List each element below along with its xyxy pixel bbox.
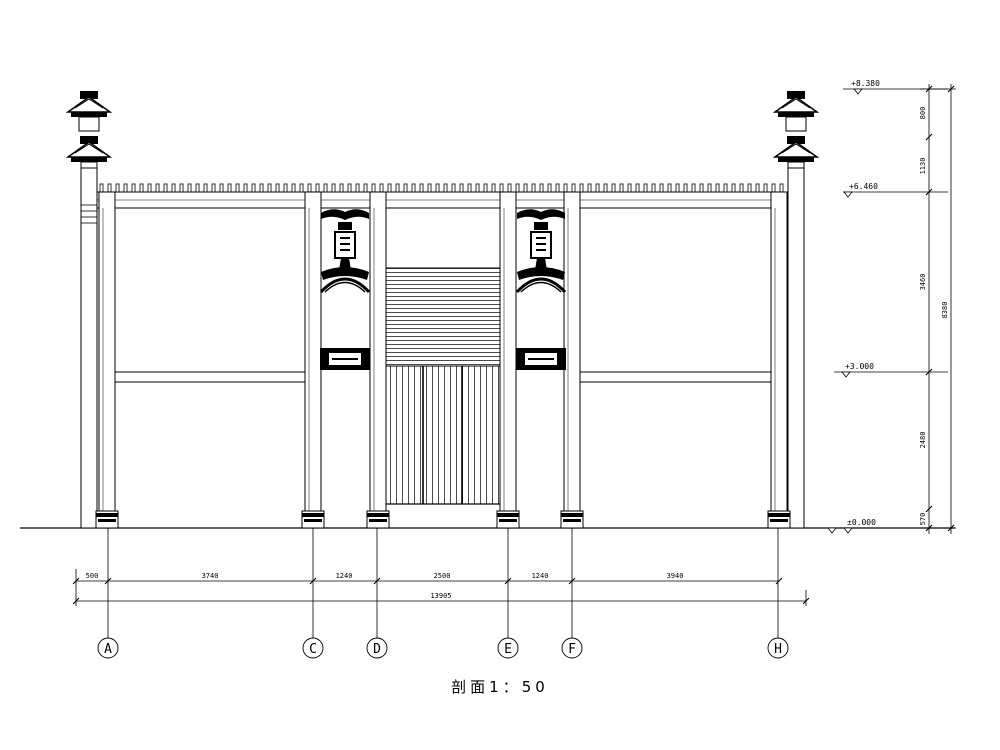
elevation-label: +8.380 bbox=[851, 79, 880, 88]
elevation-label: ±0.000 bbox=[847, 518, 876, 527]
vertical-dimension-labels: 800 1130 3460 2480 570 8380 bbox=[919, 107, 949, 526]
carved-bracket-left bbox=[319, 209, 371, 370]
axis-label: A bbox=[104, 642, 112, 657]
rafter-ends bbox=[99, 183, 784, 193]
right-end-wall bbox=[787, 167, 805, 529]
vertical-dimension-ticks bbox=[925, 85, 955, 532]
vdim-total-label: 8380 bbox=[941, 302, 949, 319]
axis-label: E bbox=[504, 642, 512, 657]
elevation-labels: +8.380 +6.460 +3.000 ±0.000 bbox=[845, 79, 880, 527]
vdim-label: 2480 bbox=[919, 432, 927, 449]
hdim-label: 1240 bbox=[532, 572, 549, 580]
vdim-label: 570 bbox=[919, 513, 927, 526]
vertical-dimensions bbox=[920, 84, 956, 534]
hdim-label: 2500 bbox=[434, 572, 451, 580]
hdim-total-label: 13905 bbox=[430, 592, 451, 600]
hdim-label: 1240 bbox=[336, 572, 353, 580]
elevation-label: +3.000 bbox=[845, 362, 874, 371]
vdim-label: 1130 bbox=[919, 158, 927, 175]
vdim-label: 800 bbox=[919, 107, 927, 120]
gate-door bbox=[385, 365, 501, 505]
drawing-title: 剖面1：50 bbox=[451, 678, 549, 696]
vdim-label: 3460 bbox=[919, 274, 927, 291]
carved-bracket-right bbox=[515, 209, 567, 370]
axis-label: H bbox=[774, 642, 782, 657]
horizontal-dimension-labels: 500 3740 1240 2500 1240 3940 13905 bbox=[86, 572, 684, 600]
right-mid-beam bbox=[578, 371, 777, 383]
axis-label: C bbox=[309, 642, 317, 657]
right-finial bbox=[772, 91, 820, 169]
horizontal-dimensions bbox=[75, 569, 807, 606]
gate-louver-panel bbox=[385, 267, 501, 367]
hdim-label: 500 bbox=[86, 572, 99, 580]
left-mid-beam bbox=[106, 371, 308, 383]
left-end-wall bbox=[80, 167, 98, 529]
left-finial bbox=[65, 91, 113, 169]
axis-bubbles: A C D E F H bbox=[97, 637, 789, 659]
hdim-label: 3940 bbox=[667, 572, 684, 580]
axis-label: F bbox=[568, 642, 576, 657]
elevation-label: +6.460 bbox=[849, 182, 878, 191]
axis-label: D bbox=[373, 642, 381, 657]
axis-grid-lines bbox=[107, 528, 779, 638]
hdim-label: 3740 bbox=[202, 572, 219, 580]
elevation-markers bbox=[827, 88, 948, 534]
horizontal-dimension-ticks bbox=[72, 577, 810, 605]
column-bases bbox=[95, 510, 791, 529]
